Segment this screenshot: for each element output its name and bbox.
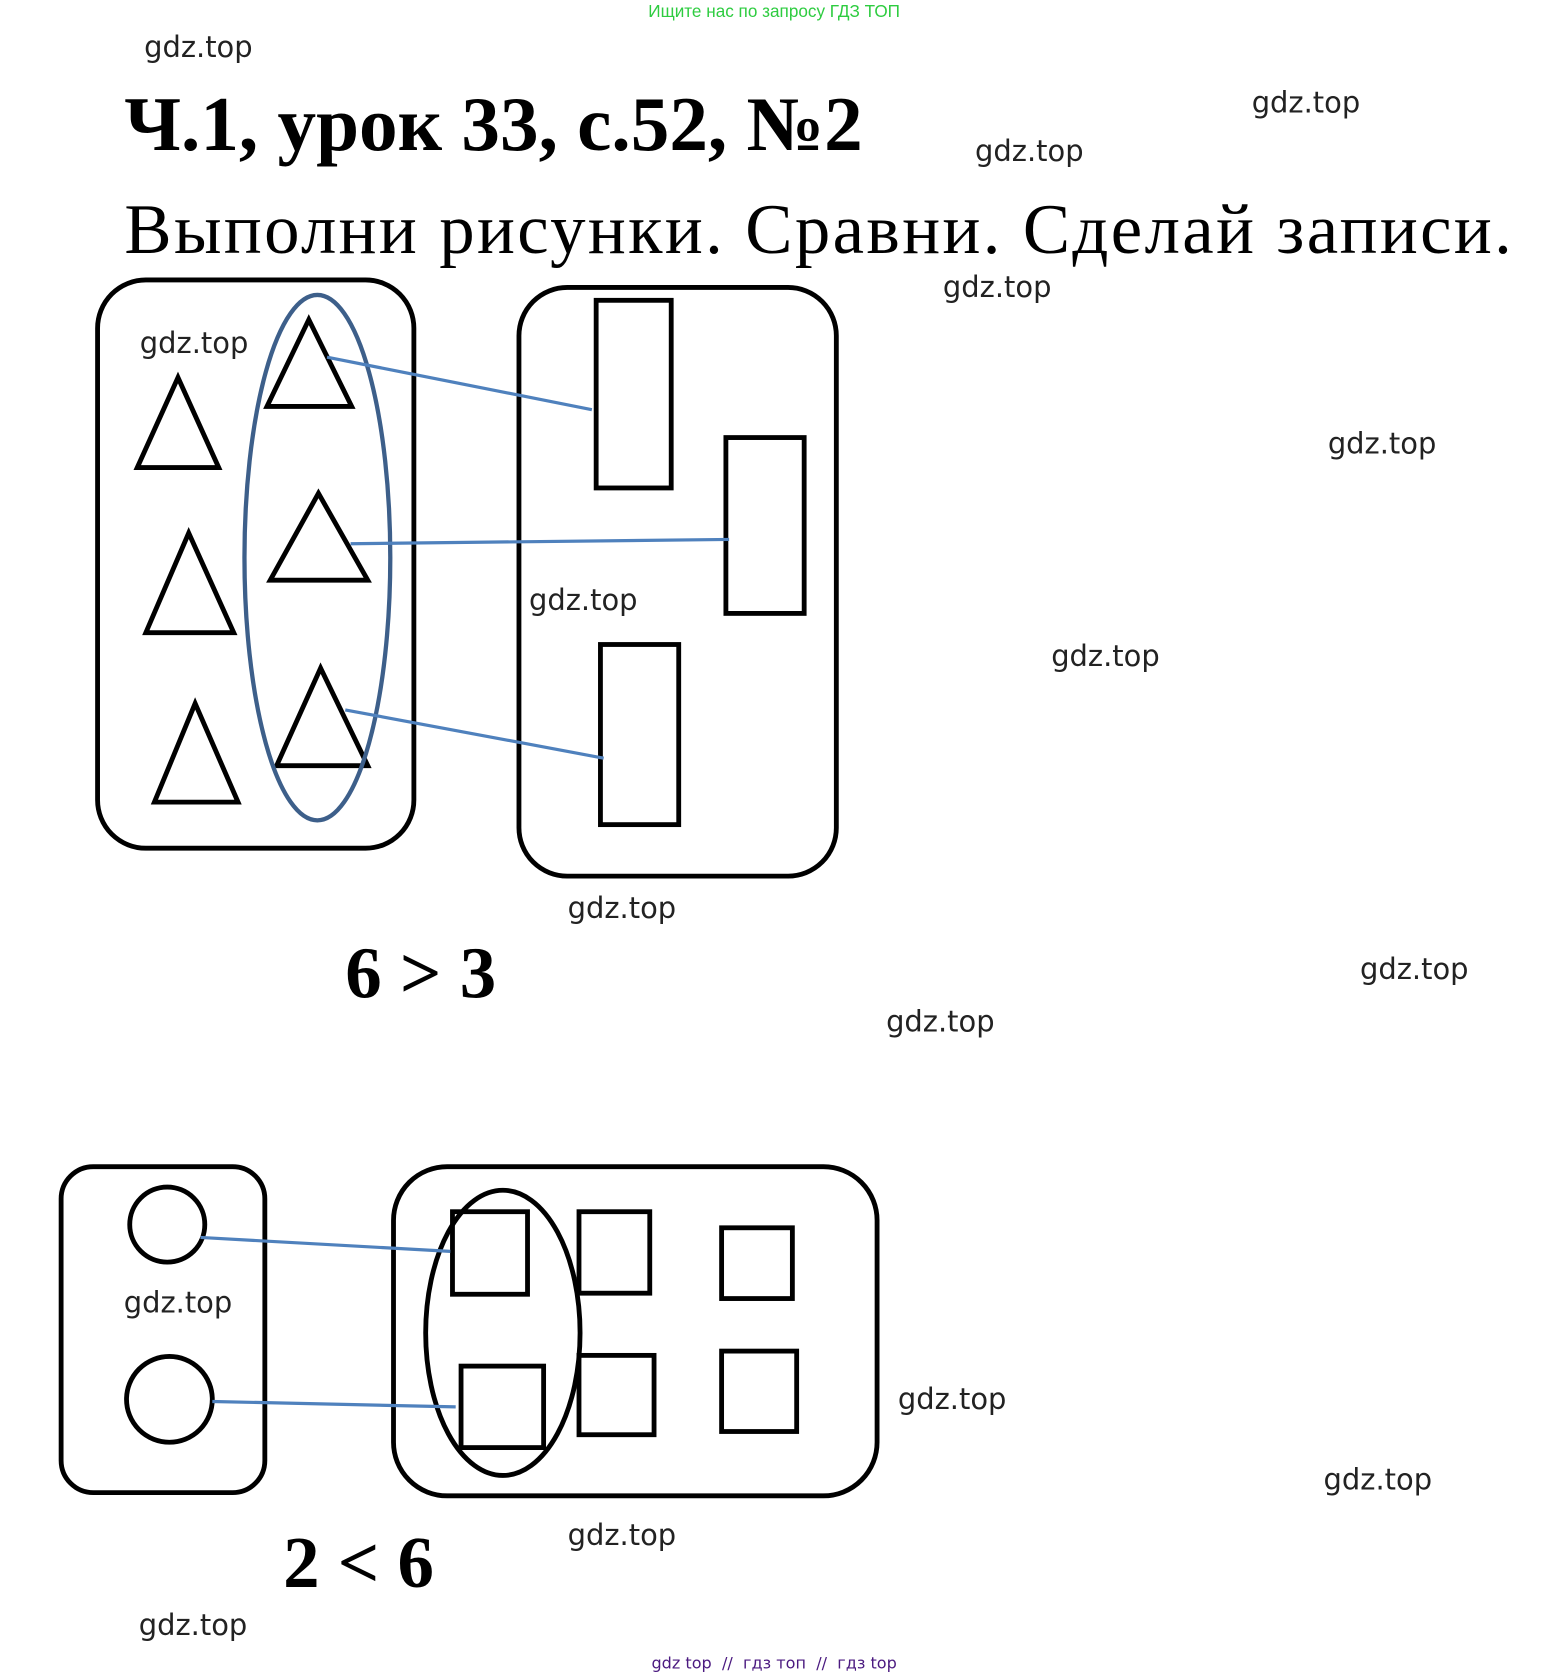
triangles-group [95, 277, 417, 851]
circle [127, 1184, 208, 1265]
watermark: gdz.top [529, 583, 638, 617]
header-banner[interactable]: Ищите нас по запросу ГДЗ ТОП [648, 1, 900, 21]
rectangle [723, 435, 807, 616]
page-title: Ч.1, урок 33, с.52, №2 [124, 81, 862, 167]
selection-ellipse [423, 1187, 583, 1478]
triangle [272, 662, 372, 769]
square [576, 1352, 657, 1438]
watermark: gdz.top [144, 30, 253, 64]
triangle [150, 697, 242, 805]
circle [124, 1354, 215, 1445]
rectangles-group [516, 285, 839, 879]
triangles-box [95, 277, 417, 851]
watermark: gdz.top [1252, 86, 1361, 120]
rectangles-box [516, 285, 839, 879]
square [719, 1225, 795, 1301]
comparison-2: 2 < 6 [283, 1522, 434, 1603]
square [576, 1209, 653, 1296]
squares-box [391, 1164, 880, 1499]
square [450, 1209, 530, 1297]
circles-group [58, 1164, 268, 1496]
watermark: gdz.top [943, 270, 1052, 304]
watermark: gdz.top [898, 1382, 1007, 1416]
square [719, 1348, 800, 1434]
watermarks: gdz.top gdz.top gdz.top gdz.top gdz.top … [124, 30, 1469, 1642]
rectangle [593, 297, 674, 491]
link-line [326, 355, 593, 412]
footer-links[interactable]: gdz top // гдз топ // гдз top [651, 1653, 896, 1672]
link-line [344, 708, 604, 760]
watermark: gdz.top [1324, 1462, 1433, 1496]
comparison-1: 6 > 3 [345, 932, 496, 1013]
watermark: gdz.top [975, 134, 1084, 168]
watermark: gdz.top [1051, 639, 1160, 673]
watermark: gdz.top [568, 1518, 677, 1552]
watermark: gdz.top [140, 326, 249, 360]
link-line [212, 1399, 456, 1409]
watermark: gdz.top [1360, 952, 1469, 986]
squares-group [391, 1164, 880, 1499]
instruction: Выполни рисунки. Сравни. Сделай записи. [124, 191, 1511, 269]
selection-ellipse [242, 292, 393, 823]
triangle [133, 371, 223, 470]
triangle [142, 527, 238, 636]
triangle [263, 314, 356, 409]
watermark: gdz.top [1328, 427, 1437, 461]
circles-box [58, 1164, 268, 1496]
rectangle [598, 642, 682, 828]
link-line [350, 537, 730, 546]
triangle [266, 488, 372, 583]
watermark: gdz.top [886, 1005, 995, 1039]
watermark: gdz.top [124, 1285, 233, 1319]
square [458, 1363, 547, 1451]
watermark: gdz.top [568, 891, 677, 925]
link-line [200, 1235, 451, 1253]
watermark: gdz.top [139, 1608, 248, 1642]
